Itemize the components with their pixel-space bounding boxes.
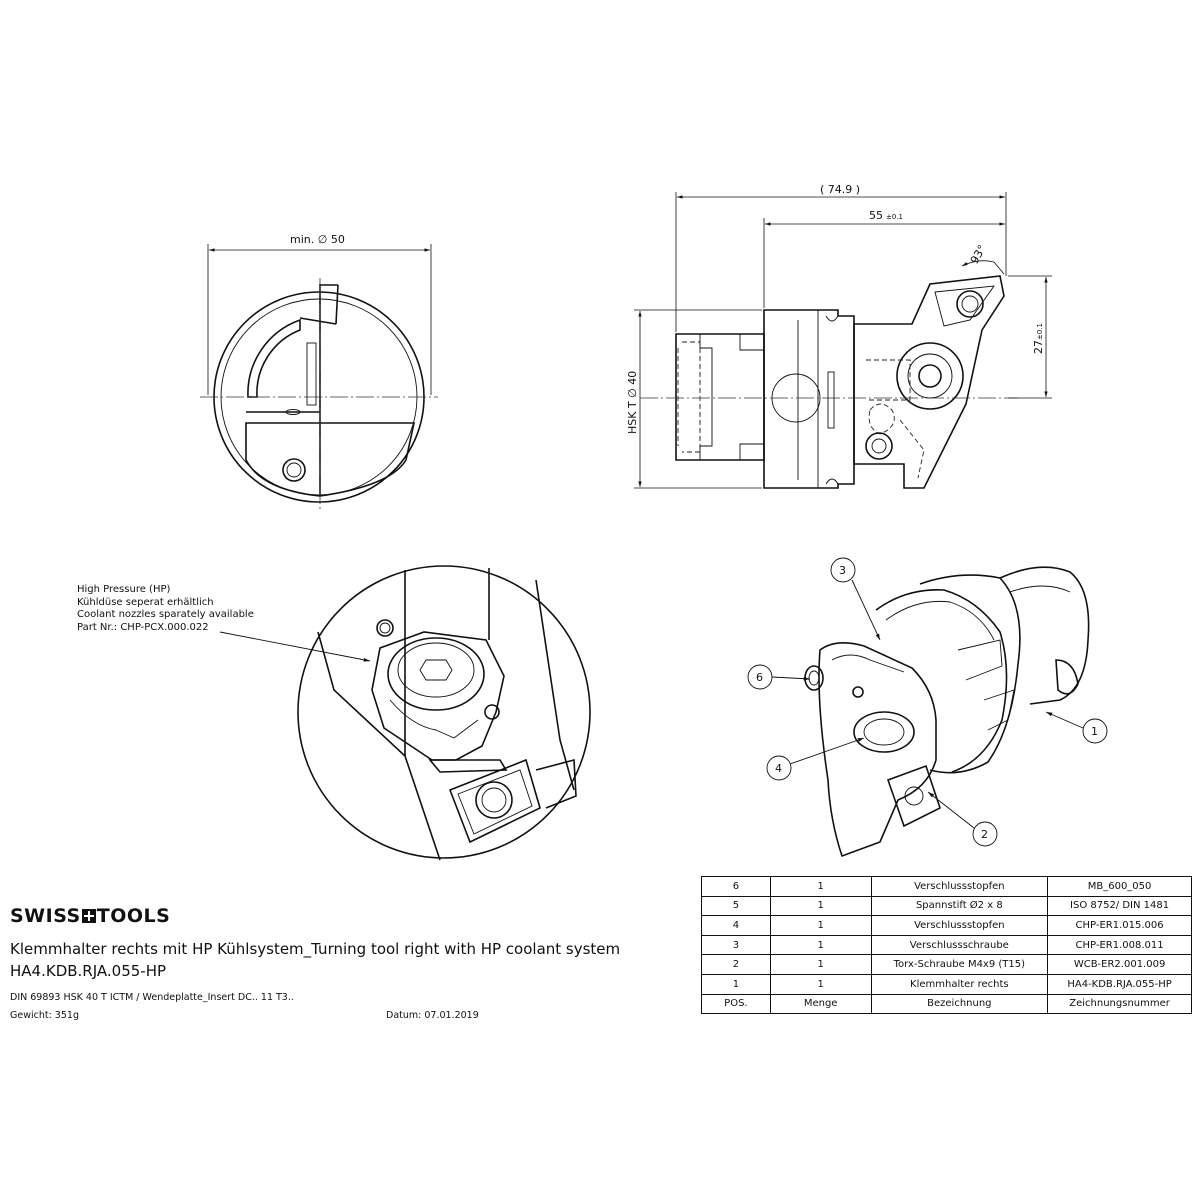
bom-cell: Torx-Schraube M4x9 (T15) [870,954,1049,975]
title-line-2: HA4.KDB.RJA.055-HP [10,962,167,980]
swiss-cross-icon [81,909,96,923]
height-27-tol: ±0.1 [1036,323,1044,340]
overall-length-label: ( 74.9 ) [820,183,860,196]
brand-left: SWISS [10,905,81,927]
note-line: Kühldüse seperat erhältlich [77,596,214,608]
coolant-note: High Pressure (HP) Kühldüse seperat erhä… [77,584,254,634]
balloon-6: 6 [756,671,763,684]
balloon-2: 2 [981,828,988,841]
bom-cell: 1 [701,973,771,995]
bom-cell: 1 [769,876,872,897]
side-view: ( 74.9 ) 55 ±0.1 93° 27 ±0.1 HSK T ∅ 40 [626,183,1052,489]
bom-cell: Menge [769,993,872,1015]
bom-cell: 4 [701,915,771,936]
note-line: Coolant nozzles sparately available [77,609,254,620]
weight: Gewicht: 351g [10,1010,79,1021]
bom-cell: Klemmhalter rechts [870,973,1049,995]
balloon-4: 4 [775,762,782,775]
bom-cell: 1 [769,915,872,936]
title-line-1: Klemmhalter rechts mit HP Kühlsystem_Tur… [10,940,621,958]
height-27-label: 27 [1032,340,1045,354]
date: Datum: 07.01.2019 [386,1010,479,1021]
bom-cell: POS. [701,993,771,1015]
bom-cell: CHP-ER1.015.006 [1047,915,1192,936]
bom-cell: Spannstift Ø2 x 8 [870,895,1049,917]
detail-view [219,565,591,861]
hsk-label: HSK T ∅ 40 [626,371,639,434]
note-line: Part Nr.: CHP-PCX.000.022 [77,621,209,633]
bom-cell: 1 [769,934,872,956]
bom-cell: Zeichnungsnummer [1047,993,1192,1015]
bom-cell: 1 [769,895,872,917]
bom-cell: 6 [701,876,771,897]
end-view: min. ∅ 50 [200,233,438,512]
isometric-view: 3 6 4 2 1 [747,557,1108,858]
bom-cell: 3 [701,934,771,956]
bom-cell: WCB-ER2.001.009 [1047,954,1192,975]
bom-cell: 1 [769,973,872,995]
brand-right: TOOLS [96,905,171,927]
bom-cell: Verschlussstopfen [870,876,1049,897]
bom-cell: CHP-ER1.008.011 [1047,934,1192,956]
bom-cell: HA4-KDB.RJA.055-HP [1047,973,1192,995]
length-55-label: 55 [869,209,883,222]
length-55-tol: ±0.1 [886,213,903,221]
spec-line: DIN 69893 HSK 40 T ICTM / Wendeplatte_In… [10,992,294,1003]
balloon-1: 1 [1091,725,1098,738]
bom-cell: Verschlussschraube [870,934,1049,956]
bom-cell: 1 [769,954,872,975]
brand-logo: SWISS TOOLS [10,905,170,927]
bom-cell: MB_600_050 [1047,876,1192,897]
min-diameter-label: min. ∅ 50 [290,233,345,246]
note-line: High Pressure (HP) [77,584,171,595]
balloon-3: 3 [839,564,846,577]
bom-cell: Verschlussstopfen [870,915,1049,936]
bom-cell: 2 [701,954,771,975]
bom-cell: 5 [701,895,771,917]
bom-cell: Bezeichnung [870,993,1049,1015]
bom-cell: ISO 8752/ DIN 1481 [1047,895,1192,917]
